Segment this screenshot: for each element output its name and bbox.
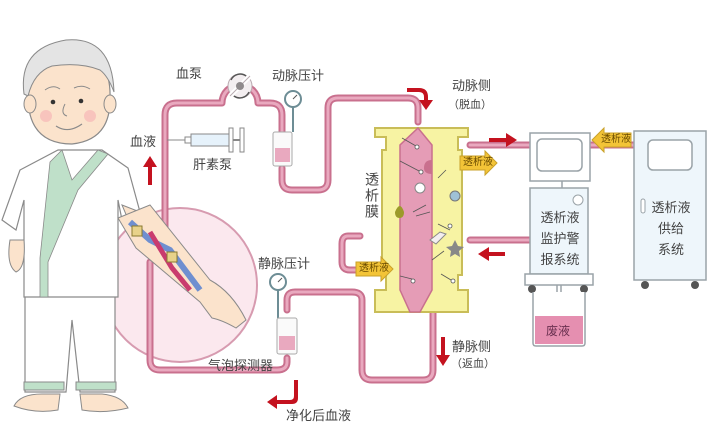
blood-label: 血液 xyxy=(130,135,157,150)
venous-side-arrow xyxy=(436,337,450,366)
to-monitor-arrow xyxy=(489,133,517,147)
dialysis-membrane-label: 透析膜 xyxy=(363,172,379,220)
supply-system-line: 透析液 xyxy=(651,201,691,216)
venous-pressure-gauge-icon xyxy=(269,273,298,355)
arterial-side-note: （脱血） xyxy=(448,98,492,111)
monitor-system-line: 透析液 xyxy=(540,211,580,226)
blood-pump-rotor-icon xyxy=(227,73,253,99)
arterial-pressure-gauge-label: 动脉压计 xyxy=(272,69,325,84)
bubble-detector-label: 气泡探测器 xyxy=(208,359,274,374)
waste-liquid-label: 废液 xyxy=(546,324,571,338)
arterial-side-label: 动脉侧 xyxy=(452,79,492,94)
venous-pressure-gauge-label: 静脉压计 xyxy=(258,257,311,272)
patient-figure xyxy=(1,39,151,413)
blood-pump-label: 血泵 xyxy=(176,67,203,82)
purified-blood-arrow xyxy=(267,380,298,409)
monitor-system-line: 监护警 xyxy=(540,232,580,247)
to-dialyzer-arrow xyxy=(478,247,505,261)
flow-arrows xyxy=(143,88,517,409)
heparin-pump-label: 肝素泵 xyxy=(193,158,233,173)
monitor-system-line: 报系统 xyxy=(540,253,580,268)
dialysate-supply-tag xyxy=(591,126,632,154)
dialysate-out-tag xyxy=(459,149,498,177)
venous-side-note: （返血） xyxy=(451,357,495,370)
venous-side-label: 静脉侧 xyxy=(452,340,492,355)
purified-blood-label: 净化后血液 xyxy=(286,409,352,424)
blood-up-arrow xyxy=(143,156,157,185)
supply-system-label: 透析液 供给 系统 xyxy=(638,198,704,261)
arm-closeup xyxy=(117,204,247,329)
dialyzer xyxy=(374,126,469,313)
blood-tubing xyxy=(146,81,644,384)
monitor-system-label: 透析液 监护警 报系统 xyxy=(530,208,590,271)
monitor-machine xyxy=(524,132,594,347)
dialysate-out-label: 透析液 xyxy=(463,157,493,168)
heparin-syringe-icon xyxy=(167,127,245,153)
supply-machine xyxy=(633,130,707,289)
dialysate-in-tag xyxy=(355,255,394,283)
supply-system-line: 供给 xyxy=(657,222,684,237)
supply-system-line: 系统 xyxy=(657,243,684,258)
arterial-pressure-gauge-icon xyxy=(272,90,302,167)
dialysate-in-label: 透析液 xyxy=(359,263,389,274)
arterial-side-arrow xyxy=(407,88,433,110)
dialysate-supply-label: 透析液 xyxy=(601,134,631,145)
